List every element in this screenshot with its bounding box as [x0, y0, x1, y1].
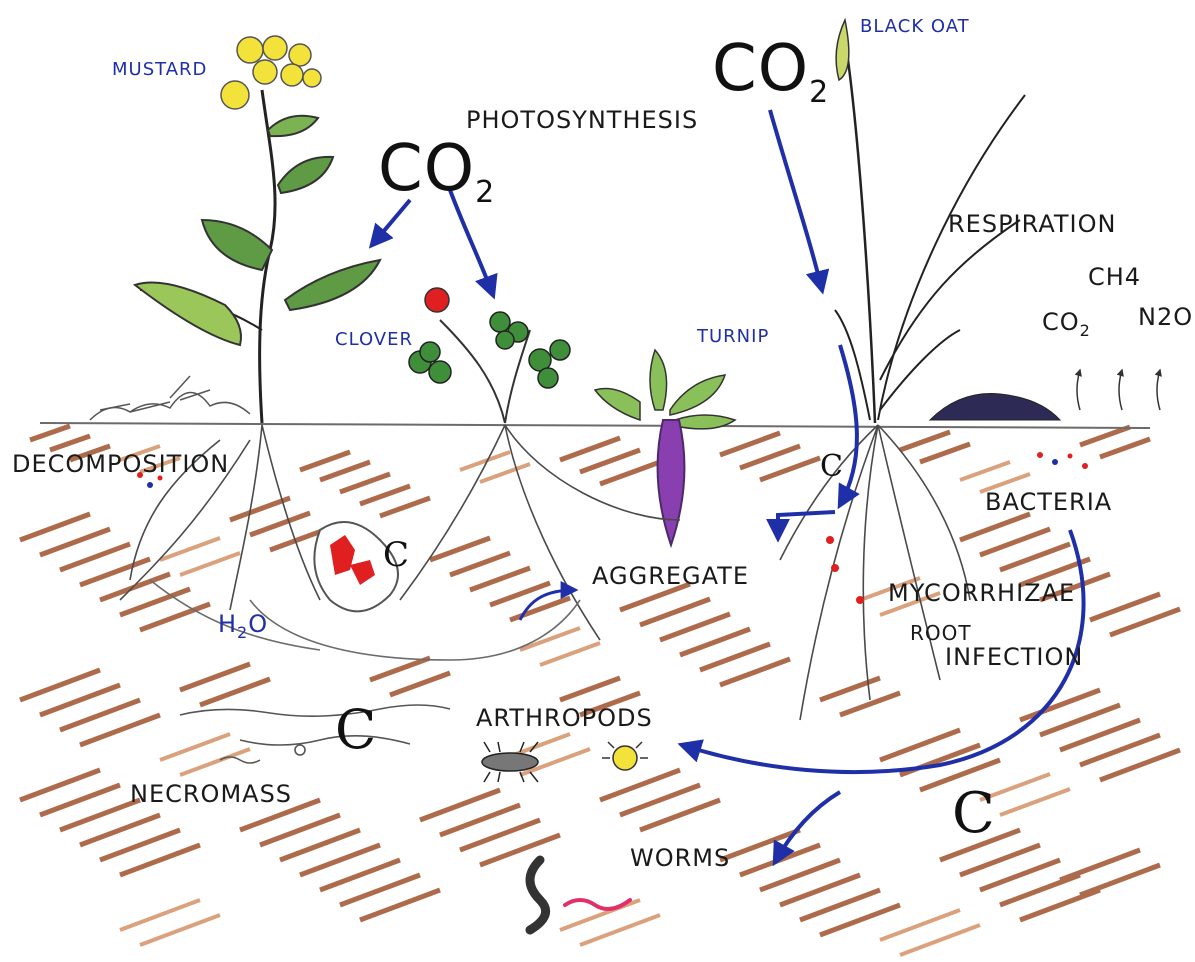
surface-residue-left — [90, 376, 250, 420]
carbon-pocket-label: C — [383, 535, 410, 575]
label-photosynthesis: PHOTOSYNTHESIS — [466, 106, 698, 134]
label-bacteria: BACTERIA — [985, 488, 1112, 516]
label-arthropods: ARTHROPODS — [476, 704, 653, 732]
co2-main-label: CO2 — [378, 132, 495, 210]
label-decomposition: DECOMPOSITION — [12, 450, 229, 478]
label-clover: CLOVER — [335, 329, 413, 350]
carbon-necromass-label: C — [335, 698, 377, 761]
label-mycorrhizae: MYCORRHIZAE — [888, 579, 1075, 607]
gas-emission-arrows — [1077, 370, 1160, 410]
mustard-plant — [135, 36, 380, 423]
n2o-label: N2O — [1138, 303, 1193, 331]
label-root-infection-line2: INFECTION — [945, 643, 1083, 671]
label-mustard: MUSTARD — [112, 59, 207, 80]
label-black-oat: BLACK OAT — [860, 16, 970, 37]
label-turnip: TURNIP — [696, 326, 769, 347]
clover-plant — [409, 288, 570, 423]
label-worms: WORMS — [630, 844, 730, 872]
ch4-label: CH4 — [1088, 263, 1141, 291]
surface-residue-right — [930, 394, 1060, 420]
label-root-infection-line1: ROOT — [910, 621, 972, 645]
co2-small-label: CO2 — [1042, 308, 1091, 340]
carbon-flow-label: C — [952, 781, 996, 846]
label-necromass: NECROMASS — [130, 780, 292, 808]
co2-top-label: CO2 — [712, 32, 829, 110]
carbon-root-label: C — [820, 449, 844, 484]
label-aggregate: AGGREGATE — [592, 562, 749, 590]
label-respiration: RESPIRATION — [948, 210, 1116, 238]
